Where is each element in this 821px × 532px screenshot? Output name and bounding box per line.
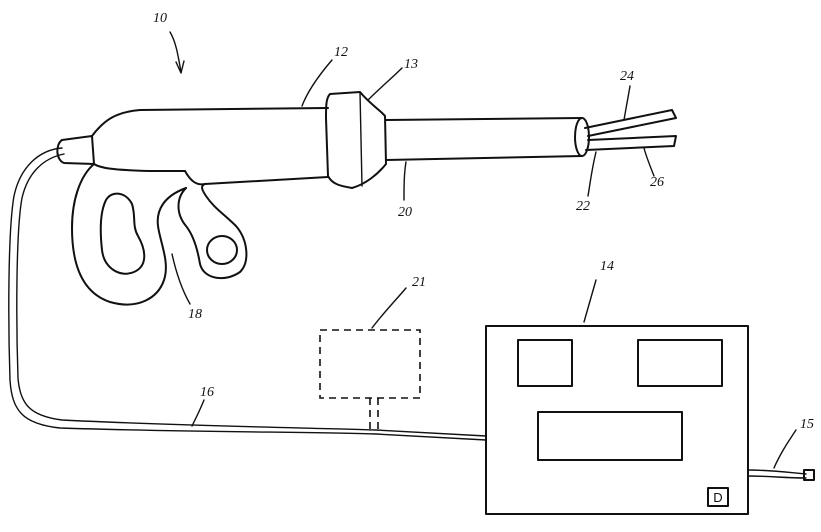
leader-16 bbox=[192, 400, 204, 426]
power-cord bbox=[748, 470, 814, 480]
power-cord-line-a bbox=[748, 470, 806, 474]
instrument-handpiece bbox=[57, 92, 386, 305]
trigger-loop bbox=[207, 236, 237, 264]
cable bbox=[9, 148, 486, 440]
upper-jaw bbox=[585, 110, 676, 136]
cable-line-a bbox=[9, 148, 486, 440]
housing-bottom bbox=[94, 164, 185, 171]
label-20: 20 bbox=[398, 205, 412, 220]
lower-jaw bbox=[586, 136, 676, 150]
leader-21 bbox=[372, 288, 406, 328]
label-15: 15 bbox=[800, 417, 814, 432]
housing-lower-edge bbox=[185, 171, 328, 184]
label-13: 13 bbox=[404, 57, 418, 72]
label-14: 14 bbox=[600, 259, 614, 274]
label-16: 16 bbox=[200, 385, 214, 400]
label-10: 10 bbox=[153, 11, 167, 26]
console-display-left bbox=[518, 340, 572, 386]
leader-20 bbox=[404, 162, 406, 200]
power-cord-line-b bbox=[748, 476, 806, 478]
shaft-bottom bbox=[386, 156, 582, 160]
leader-14 bbox=[584, 280, 596, 322]
jaws bbox=[585, 110, 676, 150]
housing-top bbox=[92, 108, 328, 136]
console-box bbox=[486, 326, 748, 514]
console-display-right bbox=[638, 340, 722, 386]
console-panel bbox=[538, 412, 682, 460]
leader-13 bbox=[368, 68, 402, 100]
shaft bbox=[386, 118, 589, 160]
console-indicator: D bbox=[713, 490, 722, 505]
leader-26 bbox=[644, 148, 654, 176]
label-24: 24 bbox=[620, 69, 634, 84]
arrow-10 bbox=[170, 32, 181, 72]
label-26: 26 bbox=[650, 175, 664, 190]
console: D bbox=[486, 326, 748, 514]
accessory-unit-box bbox=[320, 330, 420, 398]
leader-18 bbox=[172, 254, 190, 304]
label-12: 12 bbox=[334, 45, 348, 60]
rear-cap bbox=[57, 136, 94, 164]
label-18: 18 bbox=[188, 307, 202, 322]
grip-finger-hole bbox=[101, 194, 144, 274]
collar-inner-edge bbox=[360, 92, 362, 186]
label-21: 21 bbox=[412, 275, 426, 290]
leader-22 bbox=[588, 152, 596, 196]
label-22: 22 bbox=[576, 199, 590, 214]
accessory-unit bbox=[320, 330, 420, 432]
collar bbox=[326, 92, 386, 188]
trigger-lever bbox=[179, 184, 247, 278]
leader-15 bbox=[774, 430, 796, 468]
cable-line-b bbox=[17, 154, 486, 436]
shaft-top bbox=[386, 118, 582, 120]
leader-24 bbox=[624, 86, 630, 120]
pistol-grip bbox=[72, 164, 186, 305]
